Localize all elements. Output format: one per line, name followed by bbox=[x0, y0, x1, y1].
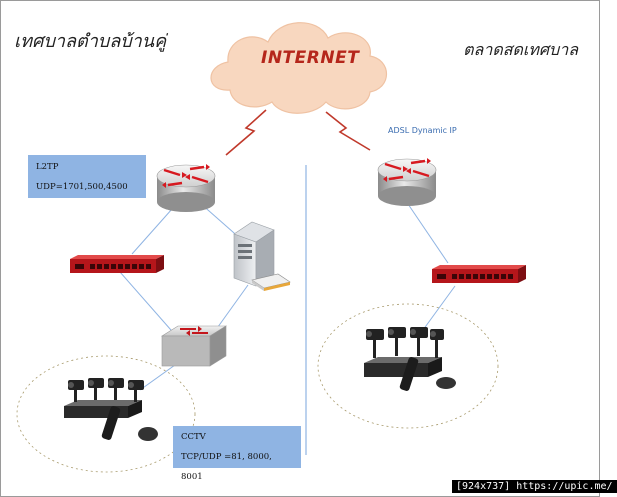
mikrotik-left-icon bbox=[70, 255, 164, 273]
site-title-left: เทศบาลตำบลบ้านคู่ bbox=[14, 31, 167, 52]
mikrotik-right-icon bbox=[432, 265, 526, 283]
cctv-note-line2: TCP/UDP =81, 8000, 8001 bbox=[181, 452, 272, 482]
lightning-left-icon bbox=[225, 109, 267, 156]
server-icon bbox=[233, 221, 291, 291]
link-switch-cctv bbox=[139, 364, 176, 391]
router-right-icon bbox=[377, 158, 437, 206]
switch-icon bbox=[160, 325, 228, 367]
cctv-note: CCTV TCP/UDP =81, 8000, 8001 bbox=[173, 426, 301, 482]
dvr-camera-kit-right-icon bbox=[364, 327, 456, 391]
l2tp-note-line2: UDP=1701,500,4500 bbox=[36, 182, 128, 192]
dvr-camera-kit-left-icon bbox=[64, 378, 158, 441]
cctv-note-line1: CCTV bbox=[181, 432, 206, 442]
wan-links bbox=[225, 109, 371, 156]
cctv-zone-right bbox=[317, 303, 499, 429]
site-title-right: ตลาดสดเทศบาล bbox=[463, 40, 578, 59]
link-router-microtik-right bbox=[407, 203, 449, 264]
adsl-label: ADSL Dynamic IP bbox=[388, 126, 457, 135]
router-left-icon bbox=[156, 164, 216, 212]
l2tp-note-line1: L2TP bbox=[36, 162, 59, 172]
l2tp-note: L2TP UDP=1701,500,4500 bbox=[28, 155, 146, 198]
cctv-zone-left bbox=[16, 355, 196, 473]
internet-label: INTERNET bbox=[261, 48, 360, 68]
diagram-canvas bbox=[0, 0, 600, 497]
internet-cloud-icon bbox=[210, 22, 387, 114]
lightning-right-icon bbox=[325, 111, 371, 151]
link-mikrotik-switch bbox=[119, 271, 179, 339]
image-source-caption: [924x737] https://upic.me/ bbox=[452, 480, 617, 493]
